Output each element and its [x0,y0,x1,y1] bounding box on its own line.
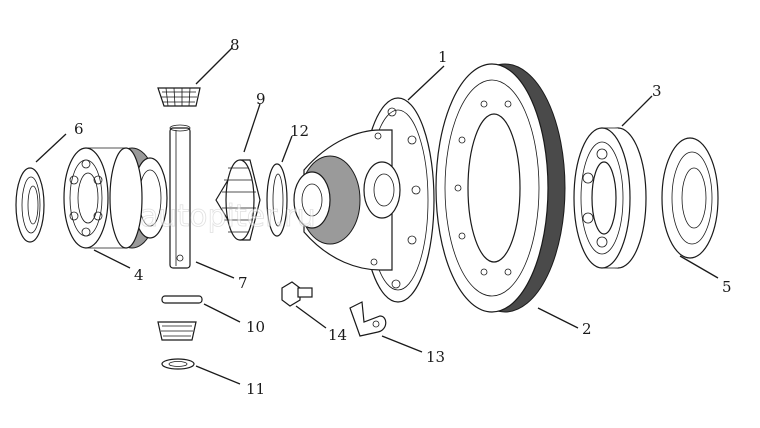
callout-14: 14 [328,326,347,344]
watermark: autopiter.ru [140,199,316,234]
part-5-seal [661,137,719,279]
part-12-washer [266,135,293,237]
part-13-lock-plate [349,301,423,353]
part-3-bearing [573,95,653,269]
callout-10: 10 [246,318,265,336]
part-1-housing [293,65,445,303]
part-9-side-gear [215,103,261,241]
callout-7: 7 [238,274,248,292]
callout-12: 12 [290,122,309,140]
callout-3: 3 [652,82,662,100]
callout-13: 13 [426,348,445,366]
part-7-shaft [169,124,235,279]
callout-2: 2 [582,320,592,338]
part-8-bevel-gear [157,47,233,107]
part-6-seal [15,167,45,243]
part-2-ring-gear [435,63,579,329]
callout-6: 6 [74,120,84,138]
callout-8: 8 [230,36,240,54]
callout-1: 1 [438,48,448,66]
part-11-washer [157,321,241,385]
part-10-pin [161,295,241,323]
part-4-bearing-assembly [63,147,168,249]
part-14-bolt [281,281,327,329]
callout-11: 11 [246,380,265,398]
callout-5: 5 [722,278,732,296]
callout-9: 9 [256,90,266,108]
callout-4: 4 [134,266,144,284]
